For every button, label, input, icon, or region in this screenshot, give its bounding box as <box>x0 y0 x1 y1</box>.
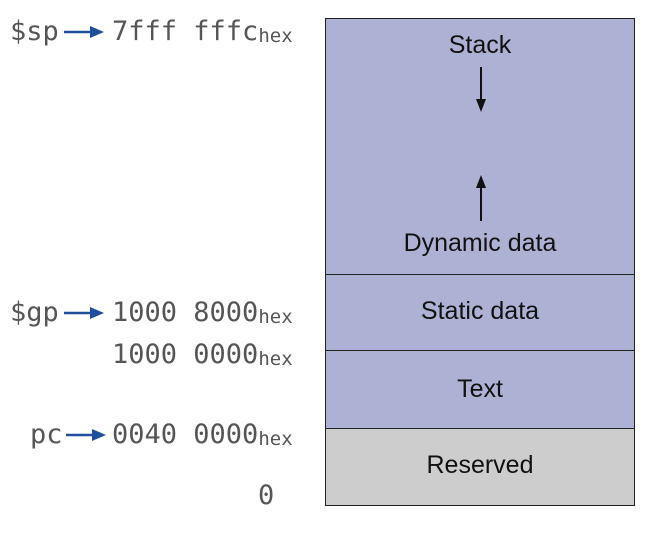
static-data-label: Static data <box>420 297 540 325</box>
reserved-segment: Reserved <box>325 428 635 506</box>
sp-address: 7fff fffchex <box>112 16 293 47</box>
text-start-address: 0040 0000hex <box>112 419 293 450</box>
sp-register-label: $sp <box>10 16 59 47</box>
bottom-address: 0 <box>258 480 275 511</box>
stack-grows-down-arrow-icon <box>476 67 486 112</box>
text-label: Text <box>457 375 503 403</box>
static-data-segment: Static data <box>325 274 635 352</box>
reserved-label: Reserved <box>426 451 534 479</box>
gp-hex-suffix: hex <box>258 306 293 328</box>
static-start-hex-suffix: hex <box>258 348 293 370</box>
gp-address: 1000 8000hex <box>112 297 293 328</box>
text-start-address-value: 0040 0000 <box>112 419 259 450</box>
pc-register-label: pc <box>30 419 63 450</box>
static-start-address: 1000 0000hex <box>112 339 293 370</box>
sp-address-value: 7fff fffc <box>112 16 259 47</box>
text-segment: Text <box>325 350 635 430</box>
stack-and-dynamic-data-segment: Stack Dynamic data <box>325 18 635 276</box>
gp-pointer-arrow-icon <box>64 307 104 319</box>
pc-pointer-arrow-icon <box>66 429 106 441</box>
stack-label: Stack <box>448 31 512 59</box>
static-start-address-value: 1000 0000 <box>112 339 259 370</box>
dynamic-data-label: Dynamic data <box>403 229 557 257</box>
gp-register-label: $gp <box>10 297 59 328</box>
gp-address-value: 1000 8000 <box>112 297 259 328</box>
sp-hex-suffix: hex <box>258 25 293 47</box>
dynamic-data-grows-up-arrow-icon <box>476 175 486 221</box>
text-start-hex-suffix: hex <box>258 428 293 450</box>
memory-map: Stack Dynamic data Static data Text Rese… <box>325 18 637 506</box>
sp-pointer-arrow-icon <box>64 26 104 38</box>
